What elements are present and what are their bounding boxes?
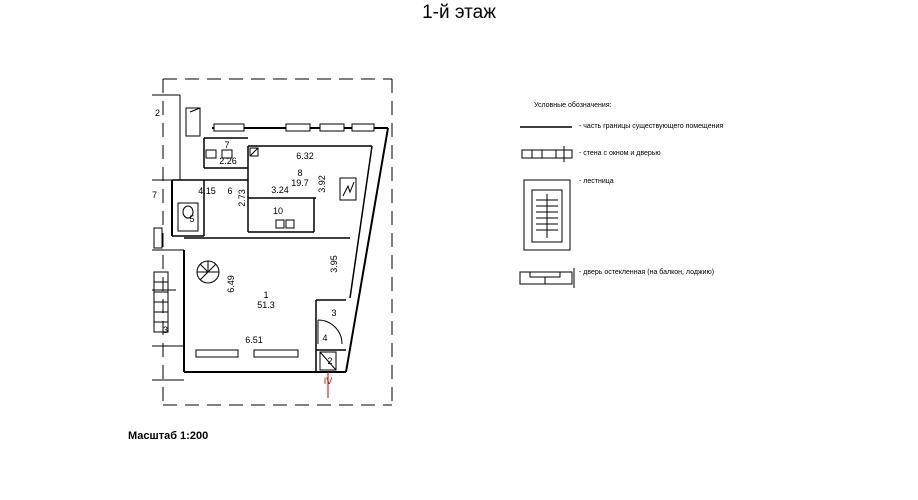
room-8-number: 8 [297,168,302,178]
dimension-label: 3.92 [317,175,327,193]
dimension-label: 3.24 [271,185,289,195]
dimension-label: 2.26 [219,156,237,166]
dimension-label: 3.95 [329,255,339,273]
axis-label: IV [324,376,333,386]
legend-item-wall: - стена с окном и дверью [579,150,661,157]
panel-icon [339,177,357,201]
windows-bottom [195,349,299,358]
dimension-label: 6.49 [226,275,236,293]
toilet-icon [177,202,199,232]
entry-door [319,351,337,371]
sink-icon [205,147,259,159]
room-3-number: 3 [331,308,336,318]
dimension-label: 6.32 [296,151,314,161]
room-6-number: 6 [227,186,232,196]
door-swing-icon [317,319,343,345]
dimension-label: 2.73 [237,189,247,207]
legend-title: Условные обозначения: [534,102,612,109]
room-1-number: 1 [263,290,268,300]
edge-label: 7 [152,190,157,200]
room10-fixtures [275,219,295,229]
dimension-label: 6.51 [245,335,263,345]
room-1-area: 51.3 [257,300,275,310]
room-2-number: 2 [327,356,332,366]
room-4-number: 4 [322,333,327,343]
left-structure [152,94,201,381]
room-10-number: 10 [273,206,283,216]
room-7-number: 7 [224,140,229,150]
dimension-label: 4.15 [198,186,216,196]
legend-symbols [519,126,575,288]
scale-label: Масштаб 1:200 [128,430,209,442]
room-5-number: 5 [189,214,194,224]
edge-label: 3 [163,325,168,335]
spiral-stair-icon [196,260,220,284]
room-8-area: 19.7 [291,178,309,188]
legend-item-glazed-door: - дверь остекленная (на балкон, лоджию) [579,269,715,276]
legend-item-boundary: - часть границы существующего помещения [579,123,724,130]
inner-walls [172,137,373,372]
windows-top [213,123,375,132]
edge-label: 2 [155,108,160,118]
boundary-frame [162,78,393,406]
legend-item-stair: - лестница [579,178,614,185]
page-title: 1-й этаж [422,2,496,23]
